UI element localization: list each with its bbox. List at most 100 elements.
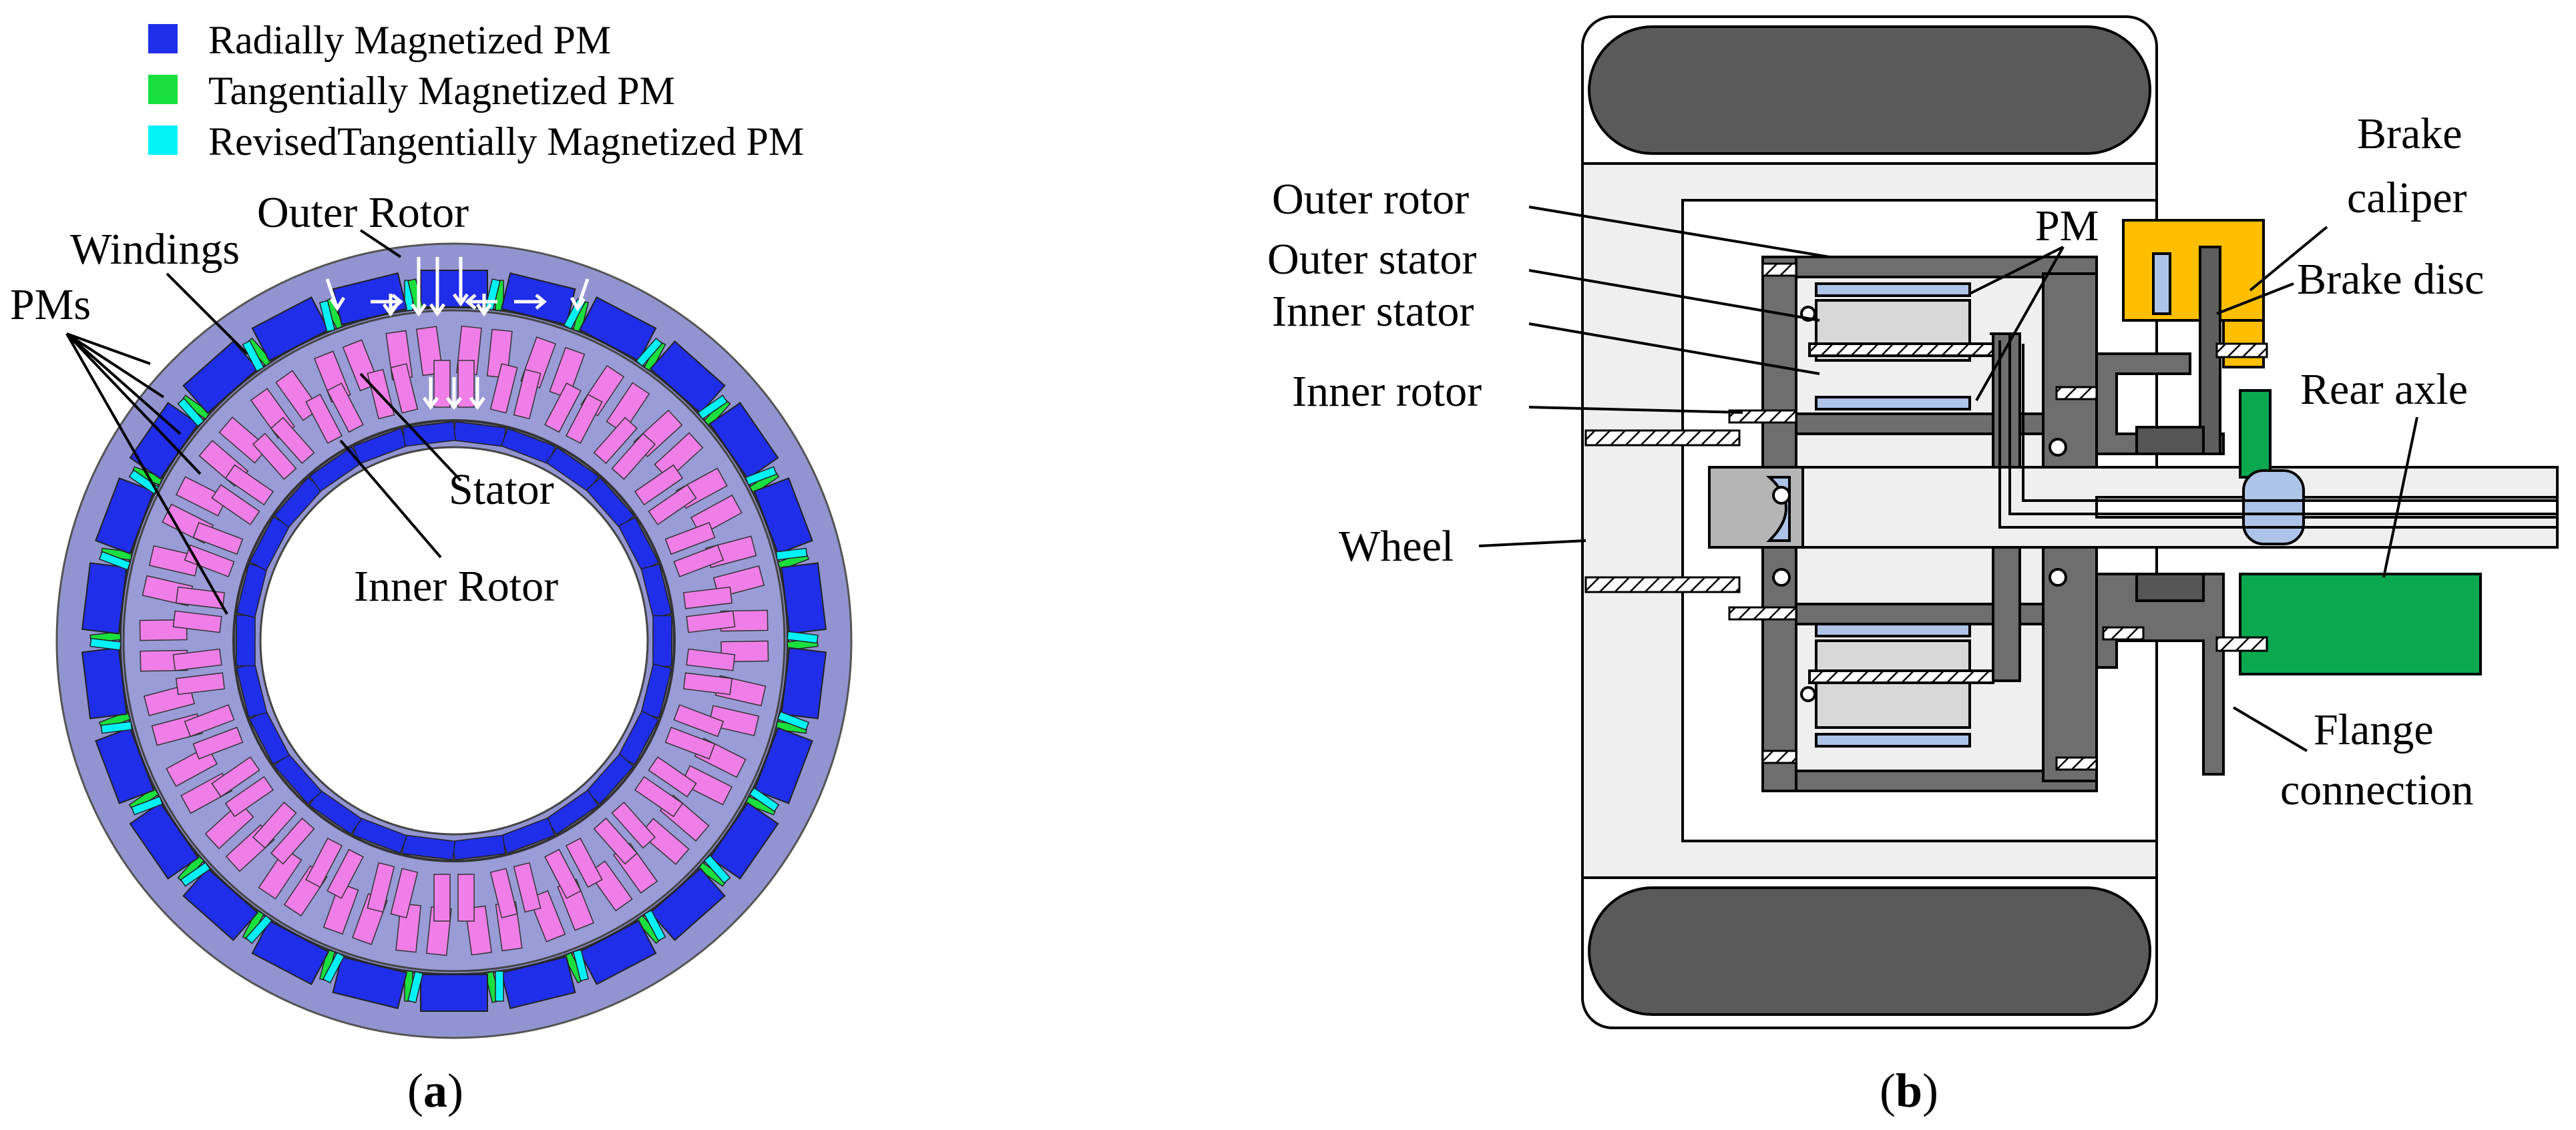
winding-inner [457, 874, 475, 922]
radial-pm-outer [95, 727, 155, 804]
air-gap-inner [232, 419, 676, 862]
radial-pm-outer [781, 562, 827, 635]
revised-tangential-pm [319, 300, 336, 333]
radial-pm-outer [332, 956, 408, 1010]
label-brake-caliper-2: caliper [2347, 174, 2467, 222]
radial-pm-outer [753, 477, 813, 555]
revised-tangential-pm [180, 862, 211, 887]
winding-inner [593, 416, 638, 465]
winding-inner [565, 837, 603, 888]
leader-outer-stator [1528, 269, 1820, 322]
radial-pm-outer [578, 920, 657, 986]
radial-pm-inner [652, 615, 672, 667]
label-outer-stator: Outer stator [1267, 235, 1476, 284]
winding-inner [270, 416, 315, 465]
winding-inner [544, 382, 582, 433]
winding-inner [682, 586, 733, 609]
stator-support-upper [1992, 332, 2021, 469]
leaders-pm [1969, 246, 2065, 401]
label-inner-rotor: Inner Rotor [354, 562, 558, 611]
rear-axle-sleeve-top [2239, 389, 2272, 479]
winding-inner [664, 522, 716, 555]
winding-inner [673, 704, 724, 738]
winding-inner [192, 522, 244, 555]
flux-arrows [325, 257, 590, 410]
winding-inner [211, 484, 260, 525]
radial-pm-outer [649, 340, 726, 414]
bolts [1584, 262, 2268, 771]
winding-inner [682, 672, 733, 695]
winding-inner [172, 610, 222, 633]
legend: Radially Magnetized PM Tangentially Magn… [148, 18, 804, 164]
caption-a: (a) [407, 1064, 463, 1117]
radial-pm-outer [708, 402, 779, 480]
leader-rear-axle [2382, 416, 2418, 578]
outer-magnet-bottom [1815, 733, 1971, 748]
label-outer-rotor-b: Outer rotor [1272, 175, 1469, 224]
winding-inner [305, 393, 343, 445]
revised-tangential-pm [777, 711, 810, 731]
label-stator: Stator [449, 465, 554, 514]
leader-inner-rotor-b [1528, 406, 1743, 414]
outer-magnet-top [1815, 282, 1971, 297]
radial-pm-outer [95, 477, 155, 555]
label-inner-rotor-b: Inner rotor [1292, 367, 1482, 416]
panel-a: Radially Magnetized PM Tangentially Magn… [10, 18, 853, 1117]
radial-pm-outer [251, 920, 330, 986]
leader-outer-rotor-b [1528, 206, 1830, 258]
winding-inner [634, 776, 684, 818]
stator-support-lower [1992, 546, 2021, 682]
winding-outer [323, 882, 359, 935]
winding-outer [148, 545, 200, 577]
radial-pm-outer [129, 802, 200, 880]
winding-inner [634, 464, 684, 506]
winding-inner [252, 802, 297, 849]
winding-inner [211, 756, 260, 798]
legend-swatch-radial [148, 24, 178, 53]
winding-inner [489, 868, 518, 918]
winding-inner [489, 363, 518, 414]
legend-label-tangential: Tangentially Magnetized PM [208, 69, 675, 113]
winding-outer [275, 370, 320, 421]
winding-inner [664, 726, 716, 760]
winding-bar-bottom [1808, 669, 1994, 684]
winding-inner [673, 544, 724, 577]
hub-nut-lower [2135, 573, 2205, 602]
radial-pm-outer [500, 956, 576, 1010]
motor-cross-section [55, 242, 853, 1039]
leader-stator [359, 372, 462, 482]
bore [259, 446, 649, 836]
winding-inner [184, 544, 235, 577]
label-pm: PM [2035, 202, 2099, 250]
winding-inner [611, 802, 656, 849]
winding-outer [654, 432, 704, 481]
winding-outer [549, 346, 586, 399]
revised-tangential-pm [697, 394, 728, 420]
label-windings: Windings [70, 225, 240, 274]
tire-bottom [1588, 886, 2151, 1016]
revised-tangential-pm [100, 721, 133, 734]
revised-tangential-pm [131, 796, 164, 816]
winding-outer [175, 476, 228, 517]
label-brake-caliper-1: Brake [2357, 109, 2462, 158]
cable-lines [1990, 332, 2557, 529]
leaders-pms [65, 332, 228, 615]
radial-pm-outer [708, 802, 779, 880]
revised-tangential-pm [643, 909, 666, 942]
tire-top [1588, 25, 2151, 155]
brake-caliper [2122, 219, 2265, 322]
winding-inner [390, 363, 419, 414]
radial-pm-outer [781, 647, 827, 720]
winding-inner [611, 433, 656, 480]
legend-swatch-tangential [148, 75, 178, 104]
winding-outer [204, 801, 254, 850]
motor-assembly [1708, 219, 2559, 792]
revised-tangential-pm [245, 914, 273, 944]
leader-inner-rotor [339, 439, 442, 559]
winding-inner [593, 817, 638, 865]
leader-brake-disc [2216, 282, 2294, 315]
radial-pm-outer [420, 974, 488, 1012]
revised-tangential-pm [703, 854, 731, 884]
winding-inner [192, 726, 244, 760]
